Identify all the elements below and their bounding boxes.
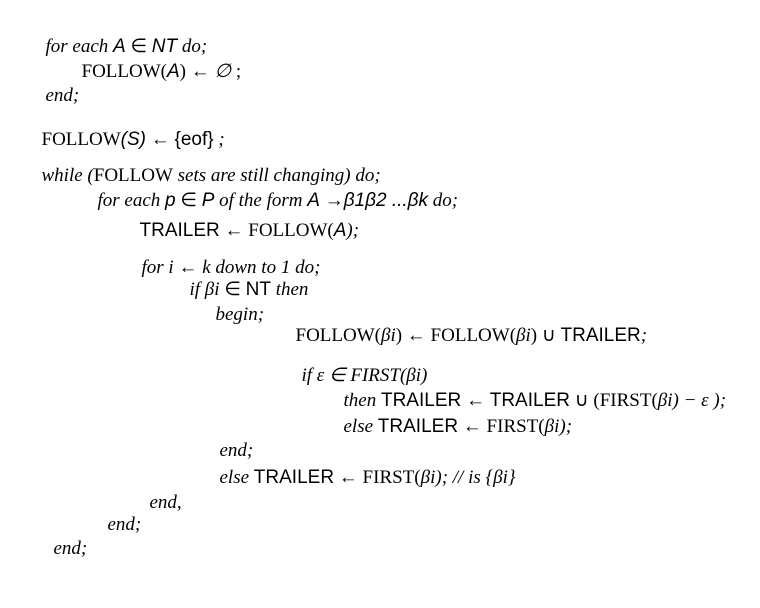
code-line-19: end; [53,538,88,559]
code-line-11: FOLLOW(βi) ← FOLLOW(βi) ∪ TRAILER; [295,325,648,346]
code-line-6: for each p ∈ P of the form A →β1β2 ...βk… [97,190,459,211]
code-line-12: if ε ∈ FIRST(βi) [301,365,428,386]
code-line-1: for each A ∈ NT do; [45,36,208,57]
code-line-5: while (FOLLOW sets are still changing) d… [41,165,381,186]
code-line-17: end, [149,492,182,513]
code-line-14: else TRAILER ← FIRST(βi); [343,416,573,437]
code-line-15: end; [219,440,254,461]
code-line-4: FOLLOW(S) ← {eof} ; [41,129,225,150]
code-line-13: then TRAILER ← TRAILER ∪ (FIRST(βi) − ε … [343,390,727,411]
code-line-3: end; [45,85,80,106]
code-line-8: for i ← k down to 1 do; [141,257,321,278]
code-line-9: if βi ∈ NT then [189,279,309,300]
code-line-16: else TRAILER ← FIRST(βi); // is {βi} [219,467,516,488]
code-line-10: begin; [215,304,265,325]
code-line-7: TRAILER ← FOLLOW(A); [139,220,360,241]
code-line-2: FOLLOW(A) ← ∅ ; [81,61,242,82]
code-line-18: end; [107,514,142,535]
